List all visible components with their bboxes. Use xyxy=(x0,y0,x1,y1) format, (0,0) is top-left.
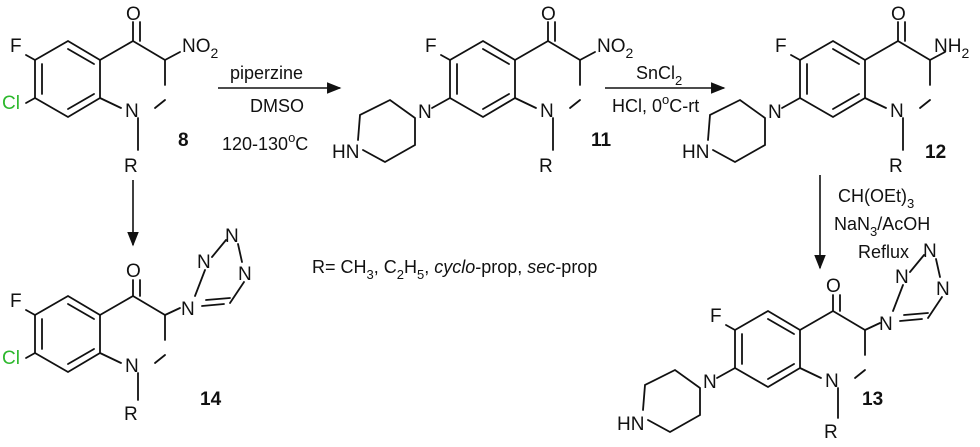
fluorine-11: F xyxy=(425,36,437,57)
compound-8: O F Cl N R NO2 8 xyxy=(2,4,219,177)
r-group-8: R xyxy=(124,156,138,177)
temp-step1: 120-130oC xyxy=(222,130,308,154)
ring-nitrogen-13: N xyxy=(825,371,839,392)
ring-nitrogen-8: N xyxy=(125,101,139,122)
nitro-11: NO2 xyxy=(597,36,634,61)
ring-nitrogen-14: N xyxy=(125,356,139,377)
fluorine-12: F xyxy=(775,36,787,57)
tetrazole-n4-14: N xyxy=(238,264,252,285)
fluorine-8: F xyxy=(10,36,22,57)
r-group-14: R xyxy=(124,404,138,425)
oxygen-8: O xyxy=(126,4,141,25)
piperazine-n-11: N xyxy=(418,102,432,123)
ring-nitrogen-12: N xyxy=(890,101,904,122)
reagent-piperzine: piperzine xyxy=(230,63,303,83)
tetrazole-n2-14: N xyxy=(197,252,211,273)
chlorine-14: Cl xyxy=(2,348,20,369)
oxygen-12: O xyxy=(891,4,906,25)
tetrazole-n2-13: N xyxy=(895,267,909,288)
compound-13: O F N R N HN N N N N 13 xyxy=(617,241,950,443)
piperazine-n-12: N xyxy=(768,102,782,123)
fluorine-13: F xyxy=(710,306,722,327)
compound-label-11: 11 xyxy=(591,130,612,151)
tetrazole-n1-13: N xyxy=(879,314,893,335)
conditions-step1: piperzine DMSO 120-130oC xyxy=(222,63,308,154)
reagent-triethyl-orthoformate: CH(OEt)3 xyxy=(838,186,914,211)
fluorine-14: F xyxy=(10,291,22,312)
r-group-12: R xyxy=(889,156,903,177)
piperazine-nh-11: HN xyxy=(332,142,359,163)
r-group-definition: R= CH3, C2H5, cyclo-prop, sec-prop xyxy=(312,257,597,282)
compound-11: O F N R NO2 N HN 11 xyxy=(332,4,634,177)
compound-label-12: 12 xyxy=(925,142,946,163)
tetrazole-n3-13: N xyxy=(923,241,937,262)
piperazine-nh-13: HN xyxy=(617,414,644,435)
tetrazole-n4-13: N xyxy=(936,279,950,300)
compound-12: O F N R NH2 N HN 12 xyxy=(682,4,969,177)
oxygen-11: O xyxy=(541,4,556,25)
oxygen-14: O xyxy=(126,261,141,282)
compound-label-8: 8 xyxy=(178,130,189,151)
tetrazole-n1-14: N xyxy=(181,299,195,320)
cond-reflux: Reflux xyxy=(858,242,909,262)
r-group-13: R xyxy=(824,422,838,443)
compound-label-13: 13 xyxy=(862,389,883,410)
nitro-8: NO2 xyxy=(182,36,219,61)
compound-label-14: 14 xyxy=(200,389,222,410)
conditions-step2: SnCl2 HCl, 0oC-rt xyxy=(612,63,699,116)
amine-12: NH2 xyxy=(934,36,969,61)
reagent-sodium-azide: NaN3/AcOH xyxy=(834,214,930,239)
cond-step2: HCl, 0oC-rt xyxy=(612,92,699,116)
oxygen-13: O xyxy=(826,276,841,297)
piperazine-nh-12: HN xyxy=(682,142,709,163)
conditions-step3: CH(OEt)3 NaN3/AcOH Reflux xyxy=(834,186,930,262)
solvent-dmso: DMSO xyxy=(250,96,304,116)
chlorine-8: Cl xyxy=(2,93,20,114)
tetrazole-n3-14: N xyxy=(225,226,239,247)
piperazine-n-13: N xyxy=(703,372,717,393)
r-group-11: R xyxy=(539,156,553,177)
ring-nitrogen-11: N xyxy=(540,101,554,122)
compound-14: O F Cl N R N N N N 14 xyxy=(2,226,252,425)
reagent-sncl2: SnCl2 xyxy=(636,63,682,88)
